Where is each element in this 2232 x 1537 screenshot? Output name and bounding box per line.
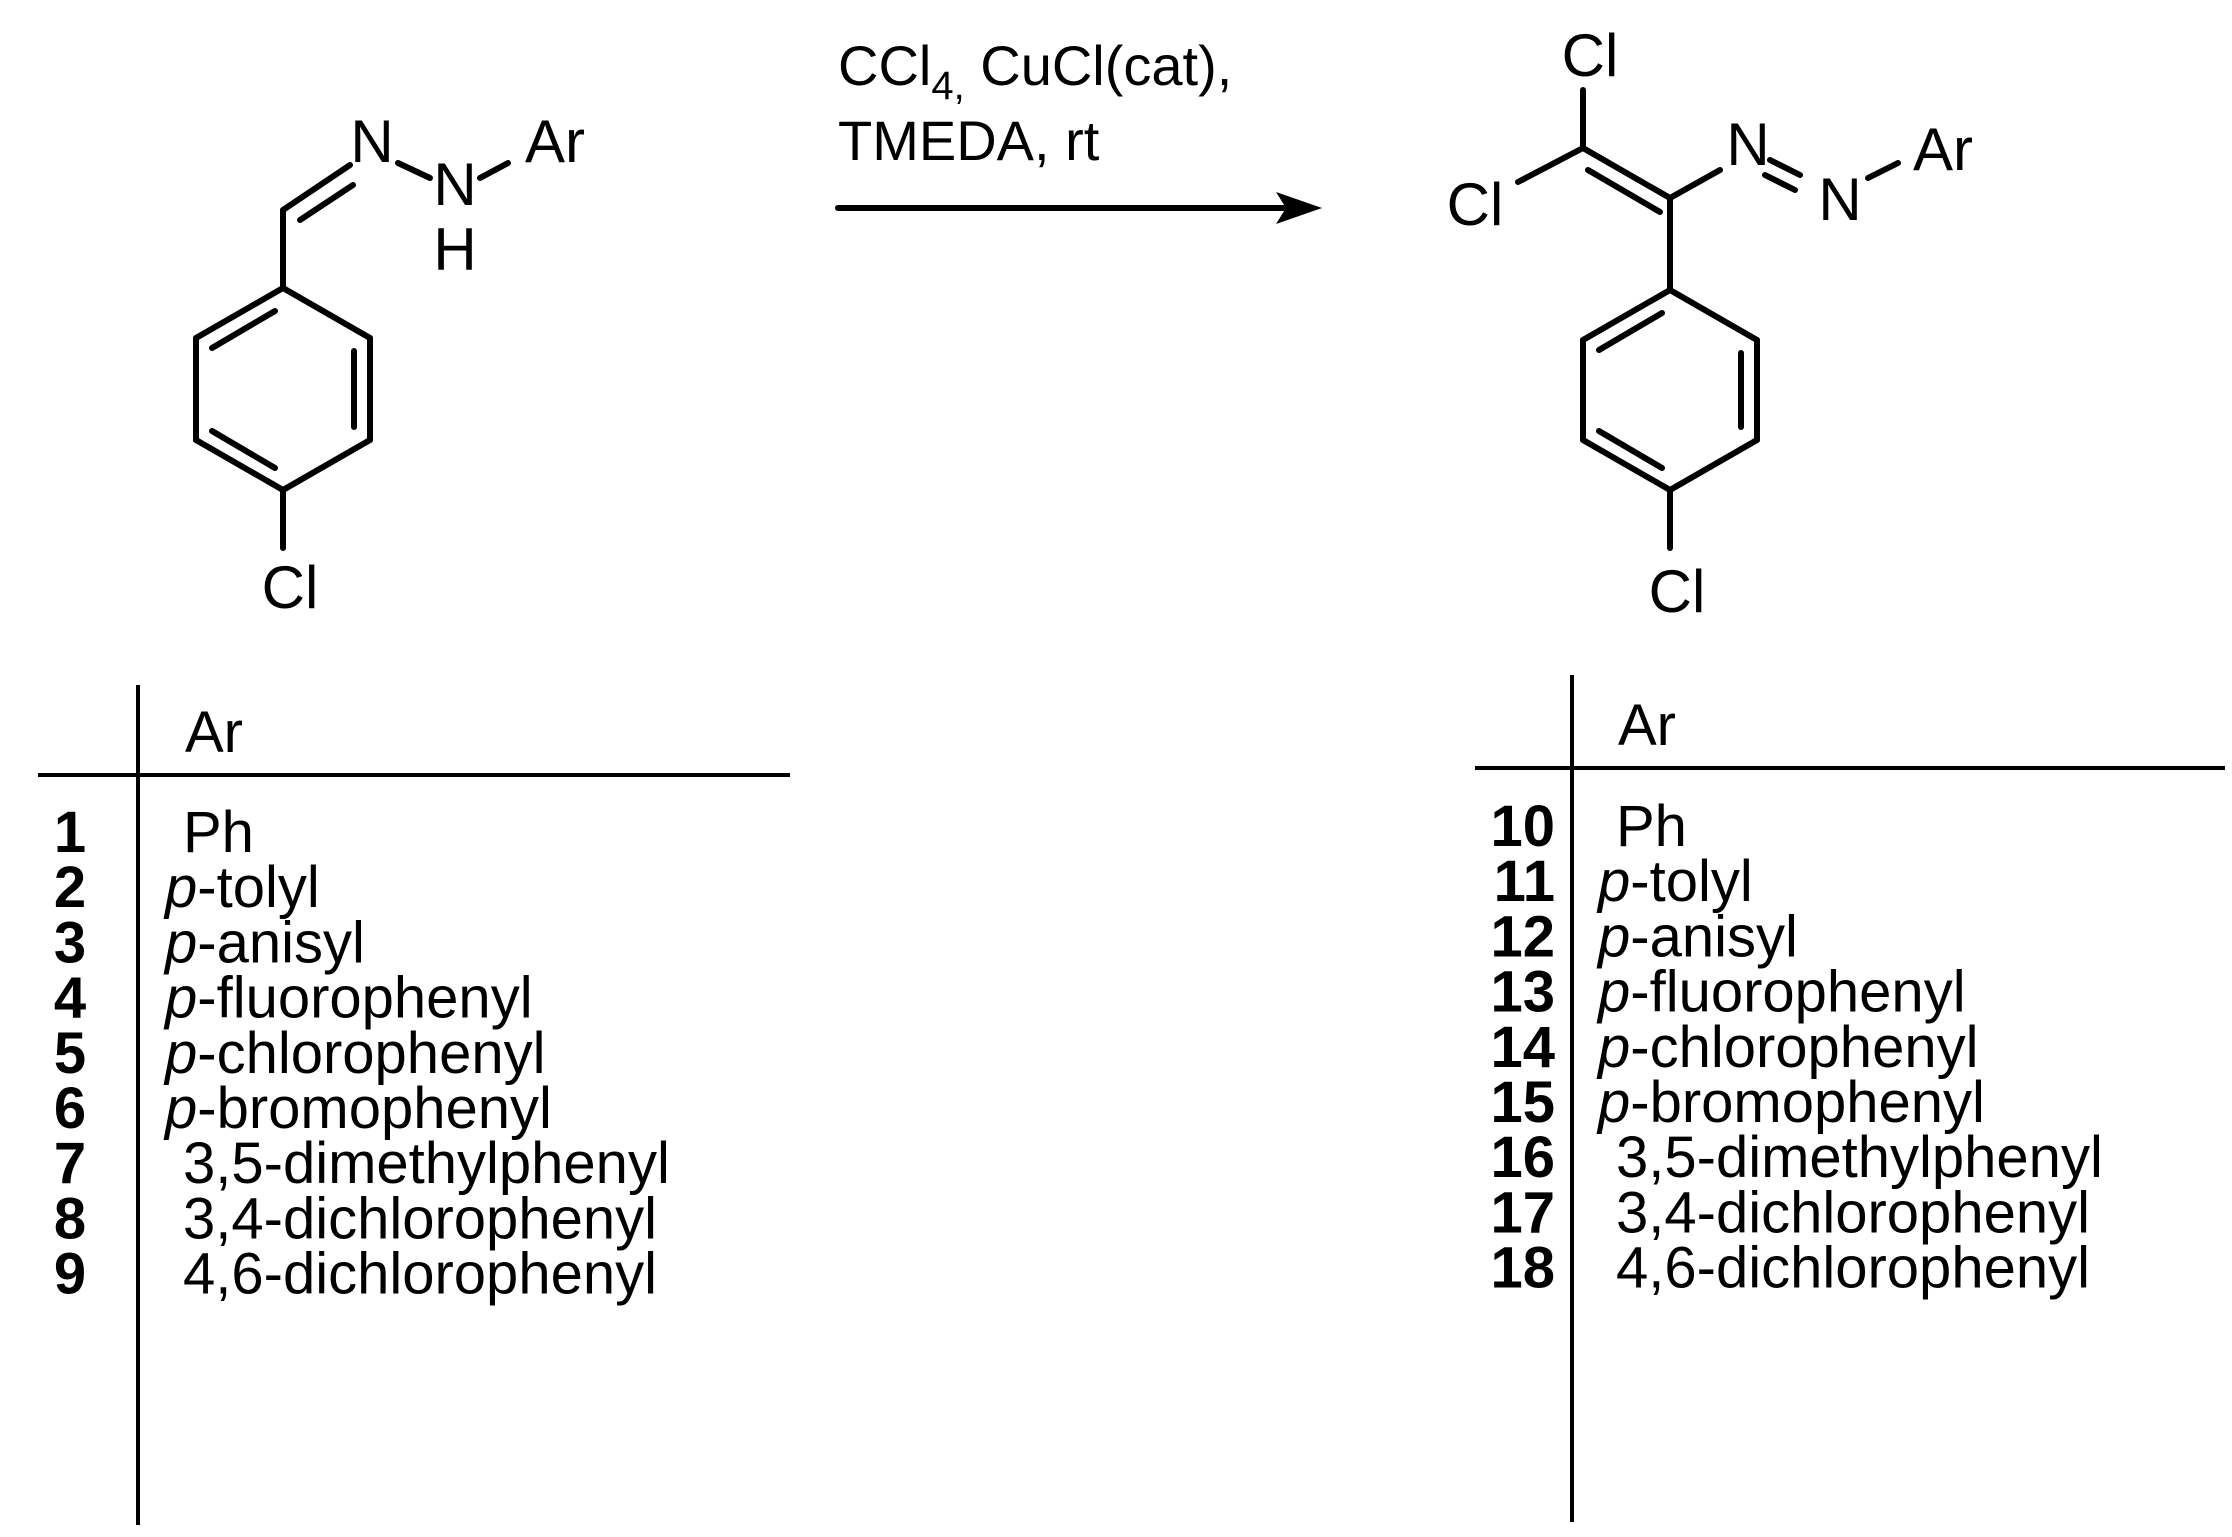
product-cl-label: Cl	[1649, 558, 1706, 625]
table-right: Ar 10 Ph 11 p-tolyl 12 p-anisyl 13 p-fluorophen…	[1475, 675, 2225, 1522]
compound-number: 4	[54, 966, 86, 1031]
aryl-group-name: 4,6-dichlorophenyl	[1616, 1236, 2090, 1301]
compound-number: 12	[1490, 904, 1555, 969]
reactant-structure: Cl N N H Ar	[193, 108, 585, 621]
table-right-header: Ar	[1618, 693, 1676, 758]
reactant-n1-label: N	[350, 108, 393, 175]
reactant-n-n-bond	[395, 160, 433, 181]
product-c-c-double-bond	[1580, 145, 1673, 201]
aryl-group-name: 3,5-dimethylphenyl	[1616, 1125, 2103, 1190]
product-cl-left-label: Cl	[1447, 171, 1504, 238]
compound-number: 1	[54, 800, 86, 865]
compound-number: 15	[1490, 1070, 1555, 1135]
aryl-group-name: p-bromophenyl	[1596, 1070, 1985, 1135]
compound-number: 13	[1490, 960, 1555, 1025]
table-left: Ar 1 Ph 2 p-tolyl 3 p-anisyl 4 p-fluorophenyl 5 p…	[38, 685, 790, 1525]
aryl-group-name: 3,5-dimethylphenyl	[183, 1131, 670, 1196]
reactant-benzene-ring	[193, 285, 373, 493]
aryl-group-name: 3,4-dichlorophenyl	[1616, 1180, 2090, 1245]
table-left-rows: 1 Ph 2 p-tolyl 3 p-anisyl 4 p-fluorophenyl 5 p-ch…	[54, 800, 670, 1307]
aryl-group-name: 3,4-dichlorophenyl	[183, 1186, 657, 1251]
aryl-group-name: p-fluorophenyl	[1596, 960, 1966, 1025]
aryl-group-name: p-anisyl	[163, 910, 365, 975]
aryl-group-name: Ph	[1616, 794, 1687, 859]
compound-number: 11	[1494, 849, 1555, 914]
aryl-group-name: p-fluorophenyl	[163, 966, 533, 1031]
product-benzene-ring	[1580, 287, 1760, 493]
product-ar-label: Ar	[1913, 116, 1973, 183]
compound-number: 14	[1490, 1015, 1555, 1080]
reactant-n-ar-bond	[477, 160, 511, 181]
product-n2-label: N	[1818, 166, 1861, 233]
aryl-group-name: p-bromophenyl	[163, 1076, 552, 1141]
reaction-conditions: CCl4, CuCl(cat), TMEDA, rt	[838, 34, 1232, 172]
reaction-arrow	[835, 192, 1322, 224]
compound-number: 2	[54, 855, 86, 920]
product-n-n-double-bond	[1767, 157, 1803, 178]
aryl-group-name: p-chlorophenyl	[1596, 1015, 1978, 1080]
aryl-group-name: Ph	[183, 800, 254, 865]
compound-number: 7	[54, 1131, 86, 1196]
aryl-group-name: p-anisyl	[1596, 904, 1798, 969]
reactant-h-label: H	[433, 216, 476, 283]
conditions-line-2: TMEDA, rt	[838, 109, 1100, 172]
table-left-header: Ar	[185, 700, 243, 765]
aryl-group-name: p-chlorophenyl	[163, 1021, 545, 1086]
product-structure: Cl Cl N N Ar Cl	[1447, 22, 1973, 625]
compound-number: 6	[54, 1076, 86, 1141]
aryl-group-name: p-tolyl	[1596, 849, 1753, 914]
reactant-n2-label: N	[433, 151, 476, 218]
reactant-c-n-double-bond	[280, 162, 353, 213]
aryl-group-name: p-tolyl	[163, 855, 320, 920]
compound-number: 17	[1490, 1180, 1555, 1245]
product-cl-top-label: Cl	[1562, 22, 1619, 89]
aryl-group-name: 4,6-dichlorophenyl	[183, 1242, 657, 1307]
compound-number: 10	[1490, 794, 1555, 859]
compound-number: 9	[54, 1242, 86, 1307]
reactant-cl-label: Cl	[262, 554, 319, 621]
compound-number: 3	[54, 910, 86, 975]
product-n1-label: N	[1726, 111, 1769, 178]
compound-number: 16	[1490, 1125, 1555, 1190]
compound-number: 5	[54, 1021, 86, 1086]
table-right-rows: 10 Ph 11 p-tolyl 12 p-anisyl 13 p-fluorophenyl 1…	[1490, 794, 2102, 1301]
compound-number: 8	[54, 1186, 86, 1251]
conditions-line-1: CCl4, CuCl(cat),	[838, 34, 1232, 108]
compound-number: 18	[1490, 1236, 1555, 1301]
reactant-ar-label: Ar	[525, 108, 585, 175]
